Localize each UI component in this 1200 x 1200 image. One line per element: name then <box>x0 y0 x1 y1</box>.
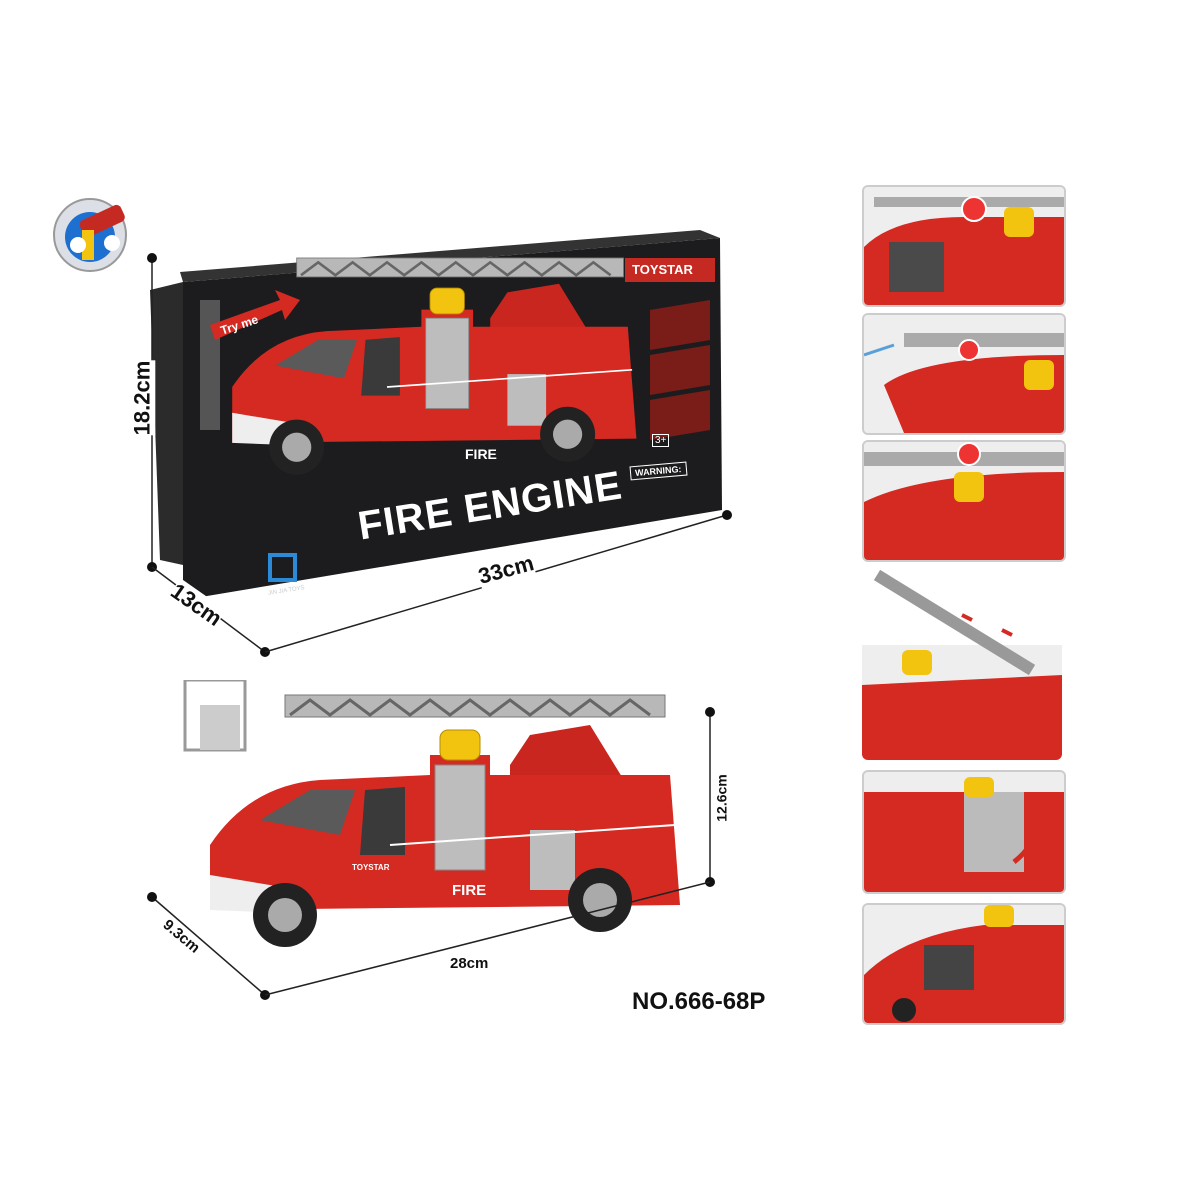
feature-panel-ladder <box>862 565 1062 760</box>
model-number: NO.666-68P <box>632 988 766 1015</box>
toy-truck: FIRE TOYSTAR <box>180 678 700 980</box>
feature-button-icon <box>50 195 130 275</box>
toy-side-fire-text: FIRE <box>452 882 487 899</box>
product-box: Try me TOYSTAR FIRE 3+ WARNING: FIRE ENG… <box>0 0 760 660</box>
feature-panel-lights <box>862 440 1066 562</box>
box-brand-logo: TOYSTAR <box>632 262 693 277</box>
box-side-fire-text: FIRE <box>465 446 497 462</box>
toy-dimension-lines <box>147 707 715 1000</box>
press-button-icon <box>958 339 980 361</box>
open-arrow-icon <box>1012 825 1035 864</box>
press-down-arrow-icon <box>961 196 987 222</box>
press-down-arrow-icon <box>957 442 981 466</box>
box-age-badge: 3+ <box>652 434 670 447</box>
feature-panel-siren <box>862 185 1066 307</box>
extend-arrows-icon <box>961 613 1013 637</box>
box-dimension-lines <box>147 253 732 657</box>
toy-height-label: 12.6cm <box>713 774 730 822</box>
feature-panel-compartment <box>862 770 1066 894</box>
box-height-label: 18.2cm <box>129 360 156 436</box>
toy-width-label: 28cm <box>450 955 489 972</box>
toy-brand-text: TOYSTAR <box>352 863 390 872</box>
open-arrow-icon <box>993 998 1014 1023</box>
feature-panel-doors <box>862 903 1066 1025</box>
feature-panel-water-spray <box>862 313 1066 435</box>
